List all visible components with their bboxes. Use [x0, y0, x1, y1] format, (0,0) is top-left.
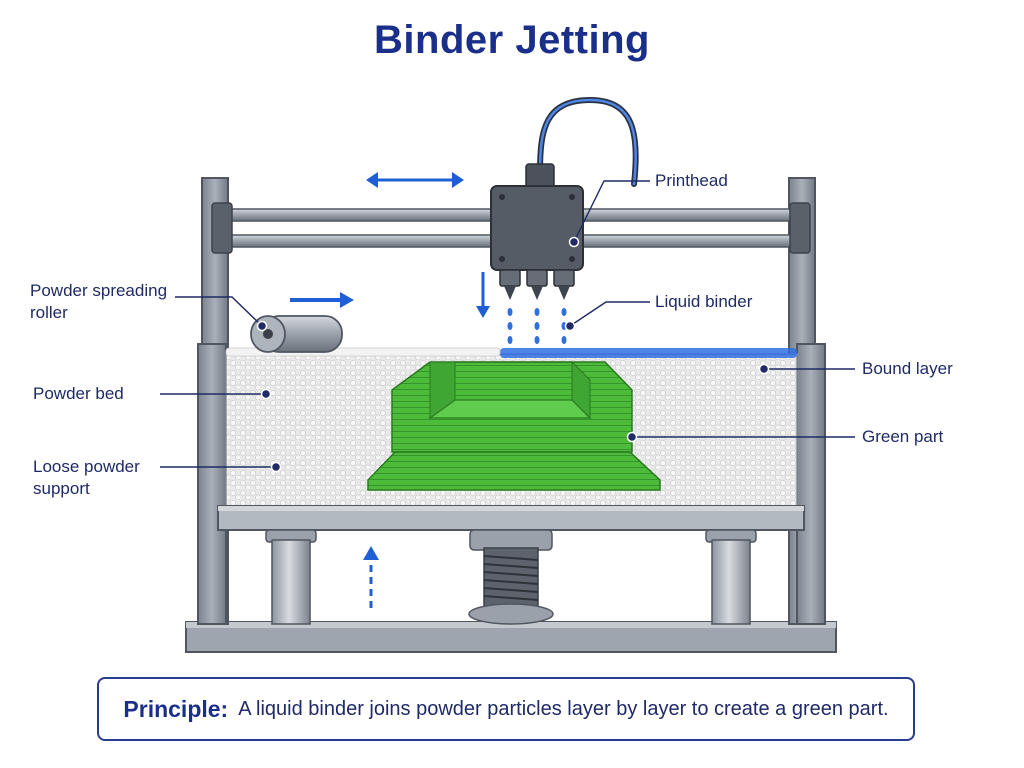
- lead-screw: [468, 529, 554, 625]
- label-bound-layer: Bound layer: [862, 359, 953, 378]
- page-title: Binder Jetting: [374, 18, 650, 62]
- label-liquid-binder: Liquid binder: [655, 292, 753, 311]
- roller-direction-arrow: [290, 292, 354, 308]
- principle-heading: Principle:: [123, 695, 229, 722]
- leader-liquid-binder: [569, 301, 650, 327]
- label-loose-powder: Loose powder support: [33, 457, 140, 498]
- label-printhead: Printhead: [655, 171, 728, 190]
- label-powder-bed: Powder bed: [33, 384, 124, 403]
- principle-text: A liquid binder joins powder particles l…: [238, 697, 889, 720]
- principle-box: Principle: A liquid binder joins powder …: [97, 677, 915, 741]
- green-part: [367, 360, 661, 491]
- label-roller: Powder spreading roller: [30, 281, 168, 322]
- printhead-down-arrow: [476, 272, 490, 318]
- bound-layer: [500, 348, 797, 358]
- gantry-motion-arrow: [366, 172, 464, 188]
- label-green-part: Green part: [862, 427, 944, 446]
- platform-up-arrow: [363, 546, 379, 608]
- powder-spreading-roller: [250, 315, 343, 353]
- printhead: [490, 185, 584, 300]
- binder-droplets: [507, 308, 567, 344]
- leader-roller: [175, 296, 263, 327]
- leader-printhead: [573, 180, 650, 243]
